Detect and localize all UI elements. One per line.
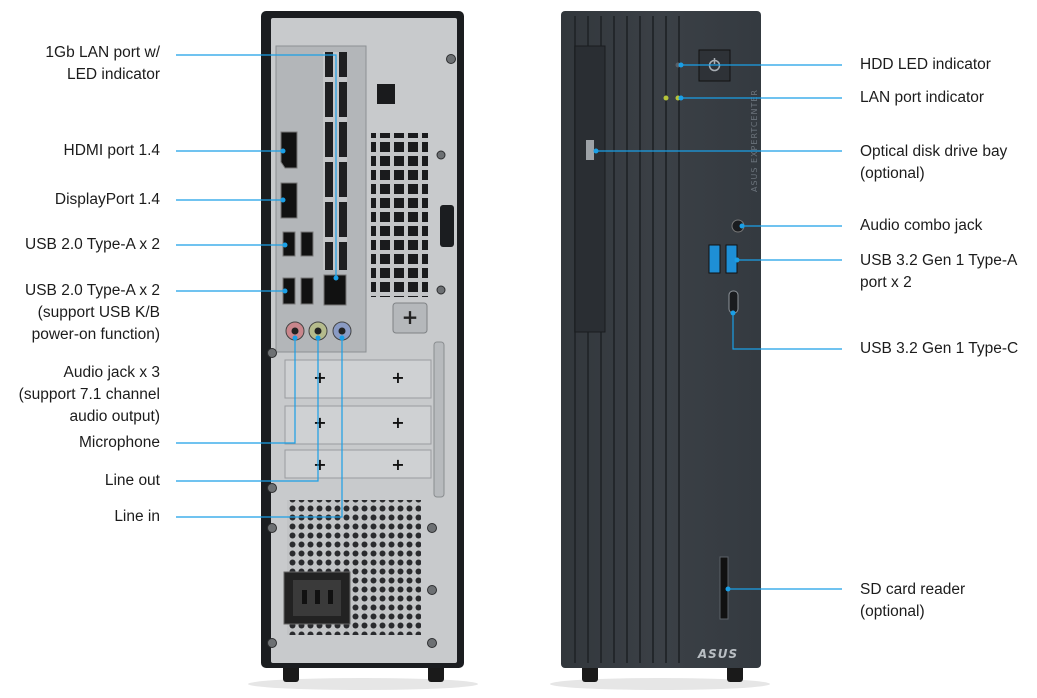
slot-cover-2 [284,405,432,445]
label-line: DisplayPort 1.4 [54,191,160,208]
side-brand-text: ASUS EXPERTCENTER [750,89,759,192]
lan-port-shape [323,274,347,306]
label-hdmi-port: HDMI port 1.4 [64,140,160,162]
rear-view: + + + + + + + [248,11,478,690]
hdmi-port-shape [280,131,298,169]
rear-square-cutout [377,84,395,104]
optical-eject-button [586,140,594,160]
front-view: ASUS EXPERTCENTER ASUS [550,11,770,690]
label-line: port x 2 [860,274,912,291]
label-line: USB 2.0 Type-A x 2 [25,236,160,253]
label-line: HDMI port 1.4 [63,142,160,159]
svg-text:+: + [391,413,404,432]
label-lan-port: 1Gb LAN port w/ LED indicator [45,42,160,86]
label-sd-reader: SD card reader (optional) [860,579,965,623]
slot-cover-3 [284,449,432,479]
label-hdd-led: HDD LED indicator [860,54,991,76]
label-line: USB 2.0 Type-A x 2 [25,282,160,299]
usb32-a-port-1 [708,244,721,274]
front-bezel [561,11,761,668]
label-line: SD card reader [860,581,966,598]
label-line: Optical disk drive bay [860,143,1008,160]
leader-lines [176,54,842,590]
label-line: (support USB K/B [37,304,160,321]
label-audio-jack: Audio jack x 3 (support 7.1 channel audi… [19,362,160,428]
slot-bracket [433,341,445,498]
label-line: Line in [114,508,160,525]
svg-text:+: + [313,413,326,432]
leader-dots [280,62,745,592]
label-line: USB 3.2 Gen 1 Type-A [860,252,1018,269]
io-vent [323,52,347,270]
label-line: USB 3.2 Gen 1 Type-C [860,340,1019,357]
label-line: LED indicator [66,66,160,83]
label-line: audio output) [69,408,161,425]
svg-text:+: + [402,305,419,329]
displayport-shape [280,182,298,219]
label-line: 1Gb LAN port w/ [45,44,160,61]
optical-bay-door [574,45,606,333]
label-line-out: Line out [105,470,160,492]
label-displayport: DisplayPort 1.4 [55,189,160,211]
svg-text:+: + [391,368,404,387]
leader-usb32-c [732,313,842,350]
leader-lan-port [176,54,337,278]
label-audio-combo: Audio combo jack [860,215,982,237]
usb32-c-port [728,290,739,314]
rear-vent-grid [371,133,428,297]
slot-cover-1 [284,359,432,399]
lan-led-1 [663,95,669,101]
label-line: (optional) [860,165,925,182]
label-usb2-a: USB 2.0 Type-A x 2 [25,234,160,256]
usb2-port-2 [300,231,314,257]
rear-plus-plate [392,302,428,334]
brand-logo: ASUS [697,647,738,661]
svg-text:+: + [391,455,404,474]
label-line: LAN port indicator [860,89,985,106]
label-microphone: Microphone [79,432,160,454]
label-line-in: Line in [114,506,160,528]
label-line: Line out [104,472,160,489]
label-line: Audio jack x 3 [63,364,161,381]
svg-text:+: + [313,455,326,474]
label-line: HDD LED indicator [860,56,991,73]
label-line: Audio combo jack [860,217,983,234]
label-line: Microphone [79,434,160,451]
label-line: (optional) [860,603,925,620]
label-line: power-on function) [31,326,160,343]
label-lan-indicator: LAN port indicator [860,87,984,109]
usb2-port-4 [300,277,314,305]
label-optical-bay: Optical disk drive bay (optional) [860,141,1007,185]
label-usb32-c: USB 3.2 Gen 1 Type-C [860,338,1018,360]
leader-line-in [176,338,343,518]
label-usb32-a: USB 3.2 Gen 1 Type-A port x 2 [860,250,1017,294]
label-line: (support 7.1 channel [18,386,160,403]
label-usb2-a-kb: USB 2.0 Type-A x 2 (support USB K/B powe… [25,280,160,346]
leader-line-out [176,338,319,482]
rear-handle [440,205,454,247]
leader-microphone [176,338,296,444]
front-grooves [574,16,680,663]
svg-text:+: + [313,368,326,387]
